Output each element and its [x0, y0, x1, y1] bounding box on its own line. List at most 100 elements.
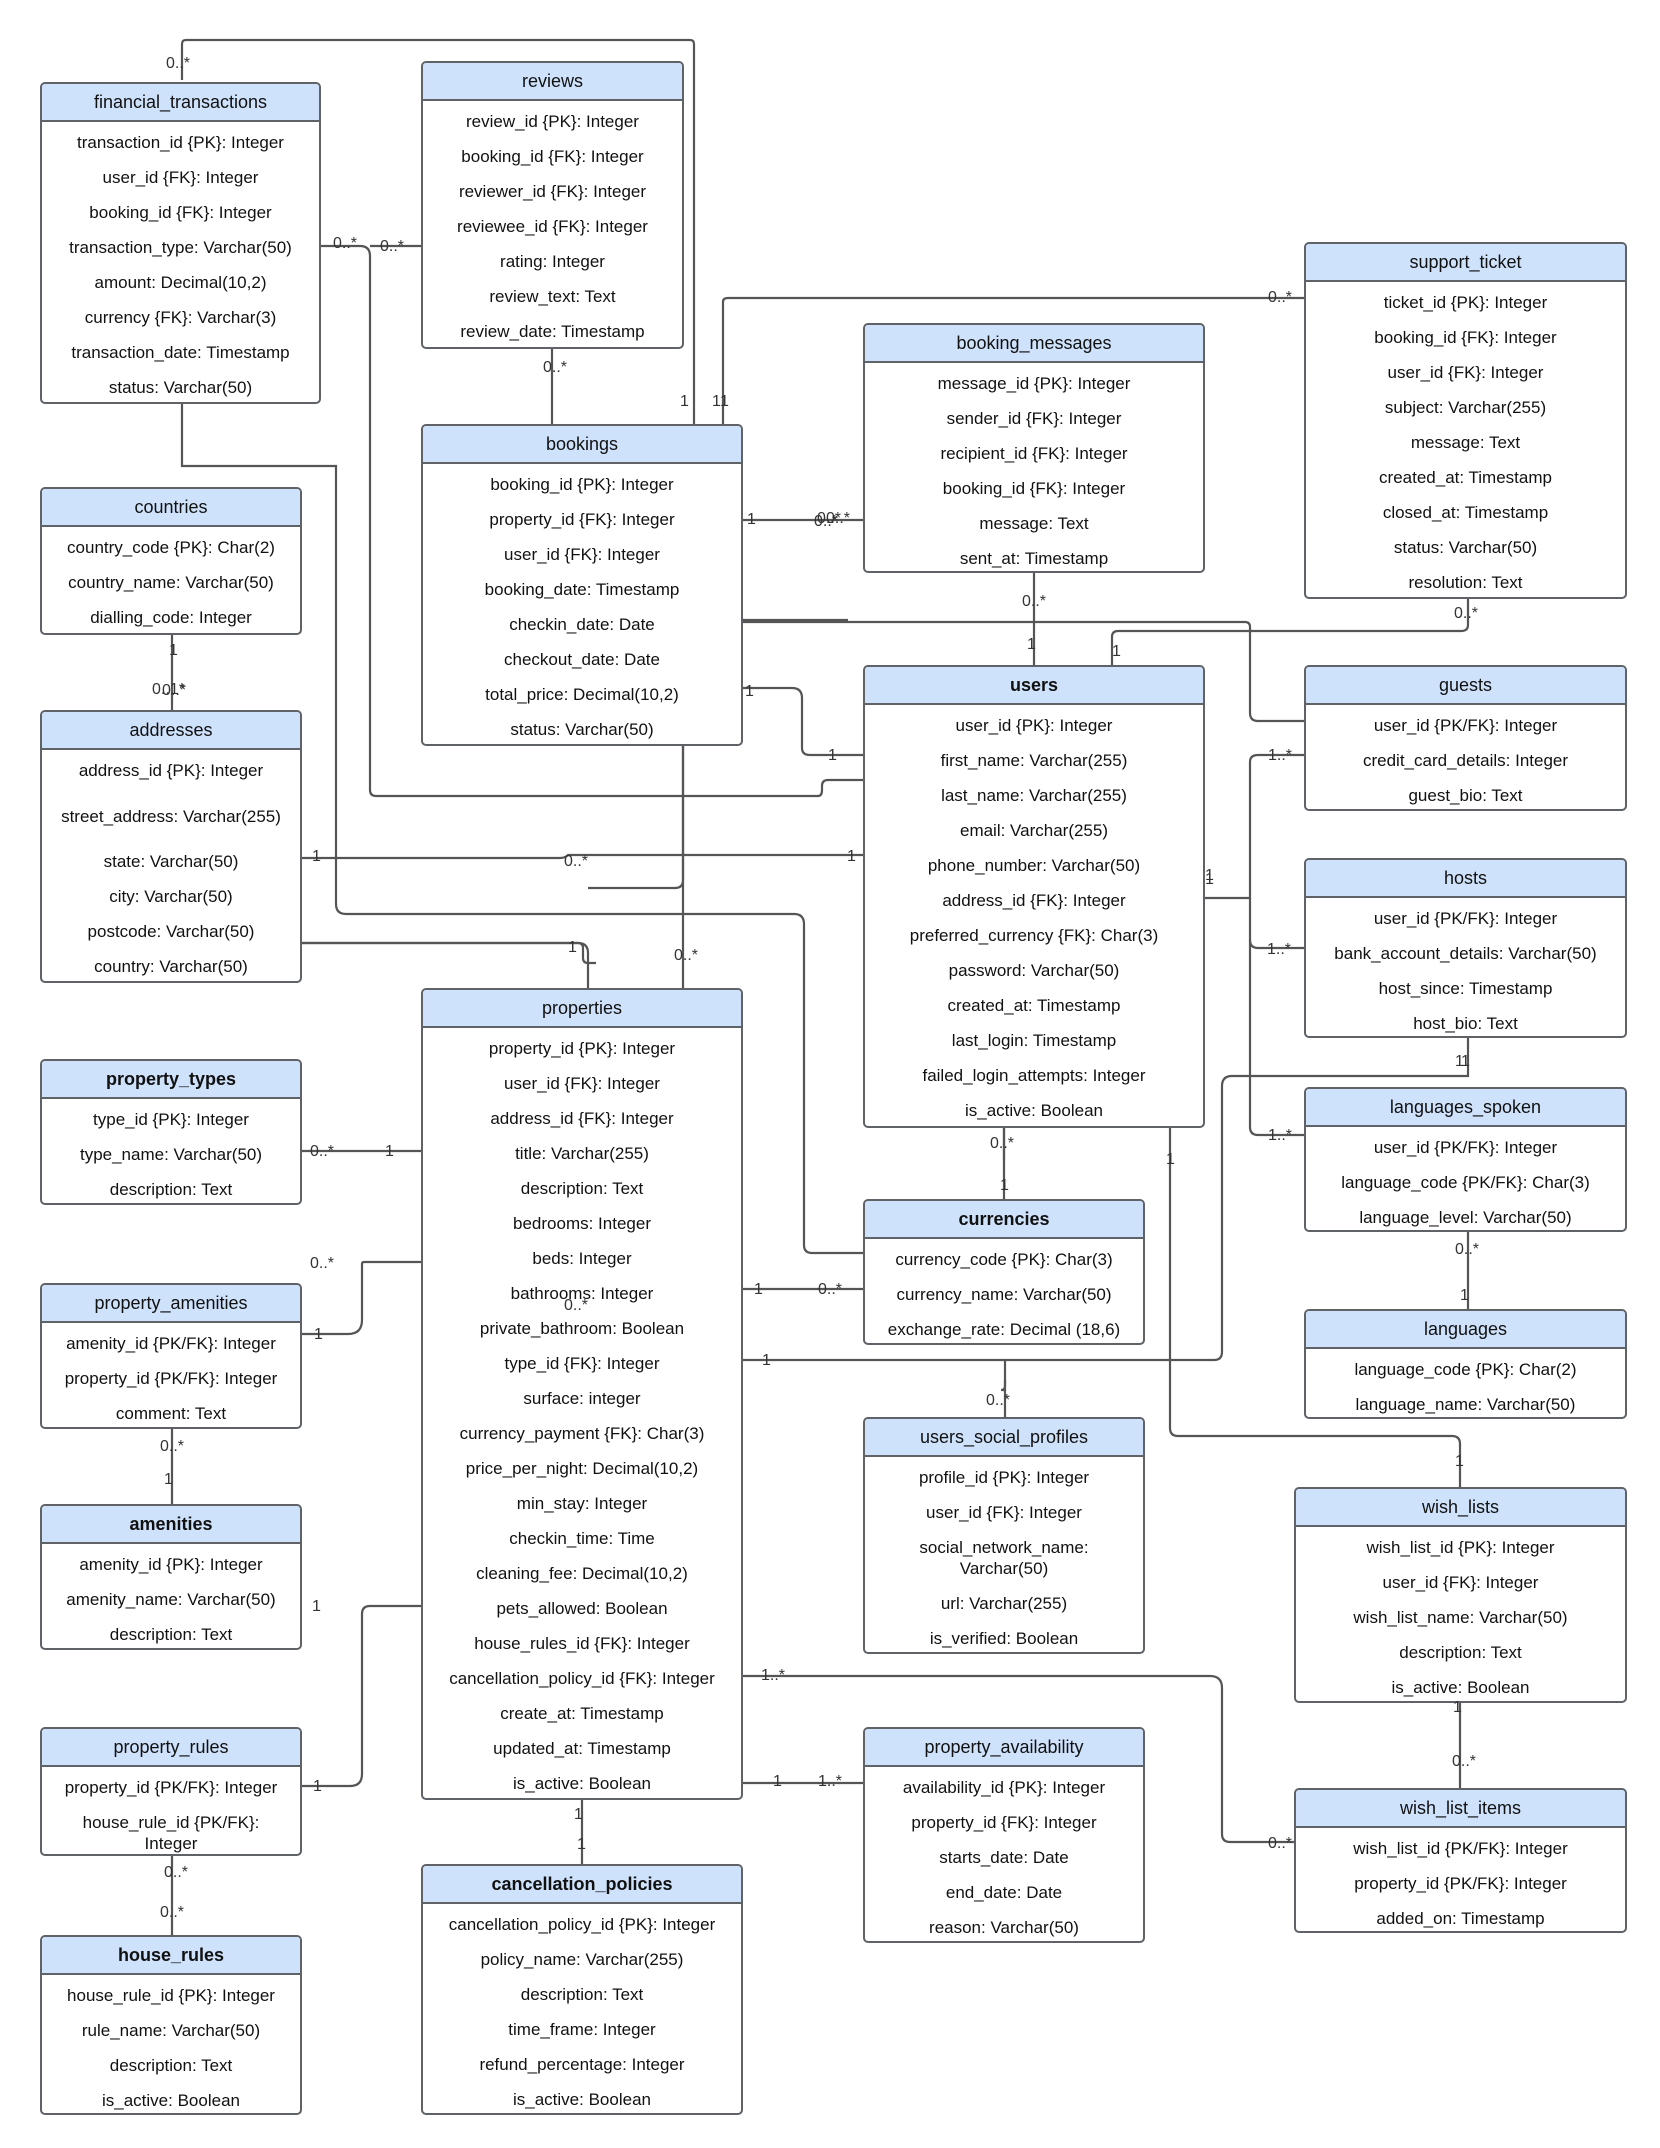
multiplicity-label: 1..* — [761, 1667, 785, 1684]
multiplicity-label: 1..* — [1268, 1127, 1292, 1144]
attribute-row: password: Varchar(50) — [948, 961, 1120, 980]
attribute-row: user_id {FK}: Integer — [1387, 363, 1544, 382]
attribute-row: credit_card_details: Integer — [1362, 751, 1569, 770]
attribute-row: min_stay: Integer — [516, 1494, 648, 1513]
attribute-row: user_id {PK}: Integer — [955, 716, 1113, 735]
entity-title: bookings — [423, 426, 741, 464]
multiplicity-label: 0..* — [160, 1904, 184, 1921]
multiplicity-label: 1 — [1455, 1453, 1464, 1470]
attribute-row: currency_payment {FK}: Char(3) — [459, 1424, 705, 1443]
multiplicity-label: 0..* — [543, 359, 567, 376]
multiplicity-label: 1 — [568, 939, 577, 956]
attribute-row: type_id {FK}: Integer — [504, 1354, 660, 1373]
attribute-row: last_name: Varchar(255) — [941, 786, 1127, 805]
attribute-row: host_bio: Text — [1413, 1014, 1518, 1033]
multiplicity-label: 1 — [164, 1471, 173, 1488]
relationship-line — [743, 686, 863, 757]
attribute-row: review_id {PK}: Integer — [466, 112, 639, 131]
entity-title: languages_spoken — [1306, 1089, 1625, 1127]
multiplicity-label: 1 — [312, 848, 321, 865]
multiplicity-label: 0..* — [818, 1281, 842, 1298]
attribute-row: title: Varchar(255) — [515, 1144, 649, 1163]
multiplicity-label: 1 — [1461, 1053, 1470, 1070]
multiplicity-label: 0..* — [817, 510, 841, 527]
attribute-row: comment: Text — [115, 1404, 227, 1423]
attribute-row: booking_date: Timestamp — [484, 580, 680, 599]
attribute-row: create_at: Timestamp — [500, 1704, 664, 1723]
attribute-row: reviewer_id {FK}: Integer — [458, 182, 647, 201]
entity-title: property_amenities — [42, 1285, 300, 1323]
multiplicity-label: 1 — [314, 1326, 323, 1343]
entity-title: addresses — [42, 712, 300, 750]
attribute-row: availability_id {PK}: Integer — [902, 1778, 1106, 1797]
attribute-list: country_code {PK}: Char(2)country_name: … — [42, 527, 300, 633]
attribute-row: booking_id {FK}: Integer — [1374, 328, 1557, 347]
multiplicity-label: 1 — [385, 1143, 394, 1160]
relationship-line — [302, 1604, 421, 1788]
attribute-row: dialling_code: Integer — [90, 608, 252, 627]
attribute-row: cancellation_policy_id {PK}: Integer — [448, 1915, 716, 1934]
attribute-row: is_active: Boolean — [513, 2090, 651, 2109]
attribute-row: wish_list_id {PK/FK}: Integer — [1353, 1839, 1568, 1858]
attribute-row: booking_id {FK}: Integer — [461, 147, 644, 166]
attribute-row: sender_id {FK}: Integer — [946, 409, 1122, 428]
attribute-row: language_code {PK}: Char(2) — [1354, 1360, 1577, 1379]
attribute-row: postcode: Varchar(50) — [87, 922, 255, 941]
attribute-row: description: Text — [520, 1985, 644, 2004]
multiplicity-label: 1 — [773, 1773, 782, 1790]
attribute-row: closed_at: Timestamp — [1382, 503, 1549, 522]
multiplicity-label: 0..* — [166, 55, 190, 72]
attribute-row: property_id {FK}: Integer — [911, 1813, 1097, 1832]
relationship-line — [180, 38, 696, 424]
relationship-line — [180, 404, 863, 1255]
attribute-row: guest_bio: Text — [1408, 786, 1523, 805]
entity-title: countries — [42, 489, 300, 527]
attribute-row: policy_name: Varchar(255) — [480, 1950, 684, 1969]
multiplicity-label: 1..* — [1268, 747, 1292, 764]
attribute-row: bank_account_details: Varchar(50) — [1334, 944, 1597, 963]
multiplicity-label: 0..* — [1454, 605, 1478, 622]
attribute-row: reviewee_id {FK}: Integer — [457, 217, 648, 236]
relationship-line — [743, 620, 1304, 723]
attribute-row: last_login: Timestamp — [951, 1031, 1117, 1050]
multiplicity-label: 1 — [1455, 1053, 1464, 1070]
attribute-row: email: Varchar(255) — [959, 821, 1109, 840]
attribute-row: transaction_id {PK}: Integer — [77, 133, 284, 152]
relationship-line — [1168, 1128, 1462, 1487]
entity-title: support_ticket — [1306, 244, 1625, 282]
attribute-row: phone_number: Varchar(50) — [927, 856, 1141, 875]
multiplicity-label: 1 — [577, 1836, 586, 1853]
attribute-row: first_name: Varchar(255) — [940, 751, 1128, 770]
multiplicity-label: 0..* — [814, 513, 838, 530]
